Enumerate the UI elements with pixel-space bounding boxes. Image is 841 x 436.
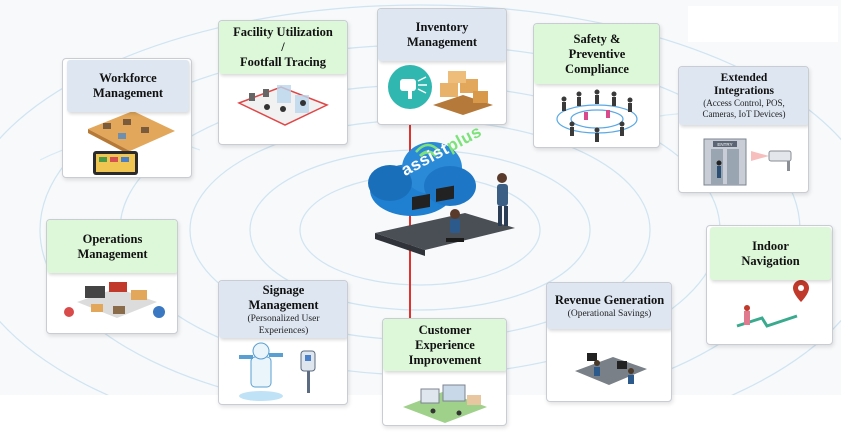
card-operations-management: Operations Management xyxy=(46,219,178,334)
footfall-tracking-illustration xyxy=(237,85,329,126)
card-extended-integrations: ENTRY Extended Integrations (Access Cont… xyxy=(678,66,809,193)
card-header: Indoor Navigation xyxy=(710,227,831,280)
card-header: Operations Management xyxy=(47,220,177,273)
card-safety-compliance: Safety & Preventive Compliance xyxy=(533,23,660,148)
scanner-and-pallets-illustration xyxy=(388,65,493,115)
card-title: Inventory Management xyxy=(406,20,478,49)
robot-kiosk-illustration xyxy=(239,342,316,401)
card-header: Workforce Management xyxy=(67,60,189,112)
card-workforce-management: Workforce Management xyxy=(62,58,192,178)
corner-blank-panel xyxy=(688,6,838,42)
smart-store-illustration xyxy=(403,384,487,423)
access-door-camera-illustration: ENTRY xyxy=(703,138,792,186)
card-facility-utilization: Facility Utilization / Footfall Tracing xyxy=(218,20,348,145)
card-subtitle: (Access Control, POS, Cameras, IoT Devic… xyxy=(702,98,786,119)
card-header: Extended Integrations (Access Control, P… xyxy=(679,67,808,125)
person-seated-icon xyxy=(446,209,464,242)
card-title: Revenue Generation xyxy=(554,292,665,307)
card-subtitle: (Personalized User Experiences) xyxy=(247,313,320,336)
card-header: Inventory Management xyxy=(378,9,506,61)
entry-sign: ENTRY xyxy=(717,142,732,147)
card-title: Workforce Management xyxy=(92,71,164,100)
warehouse-operations-illustration xyxy=(64,282,165,318)
crowd-distancing-illustration xyxy=(556,89,638,142)
card-revenue-generation: Revenue Generation (Operational Savings) xyxy=(546,282,672,402)
location-pin-path-illustration xyxy=(736,280,809,328)
connector-line xyxy=(409,118,411,328)
card-header: Revenue Generation (Operational Savings) xyxy=(547,283,671,329)
office-workers-illustration xyxy=(575,353,647,385)
card-title: Customer Experience Improvement xyxy=(408,322,482,367)
person-standing-icon xyxy=(497,173,508,226)
card-customer-experience: Customer Experience Improvement xyxy=(382,318,507,426)
card-inventory-management: Inventory Management xyxy=(377,8,507,125)
card-title: Operations Management xyxy=(77,231,148,261)
card-header: Facility Utilization / Footfall Tracing xyxy=(219,21,347,74)
card-indoor-navigation: Indoor Navigation xyxy=(706,225,833,345)
desk-icon xyxy=(375,185,515,256)
card-title: Signage Management xyxy=(248,282,319,312)
card-signage-management: Signage Management (Personalized User Ex… xyxy=(218,280,348,405)
card-title: Indoor Navigation xyxy=(741,238,800,268)
card-title: Extended Integrations xyxy=(713,72,775,97)
card-title: Safety & Preventive Compliance xyxy=(565,31,629,76)
card-title: Facility Utilization / Footfall Tracing xyxy=(233,25,333,69)
card-header: Signage Management (Personalized User Ex… xyxy=(219,281,347,338)
card-subtitle: (Operational Savings) xyxy=(567,308,652,319)
central-hub-illustration xyxy=(368,142,515,256)
card-header: Customer Experience Improvement xyxy=(383,319,506,371)
office-floorplan-illustration xyxy=(88,111,175,175)
card-header: Safety & Preventive Compliance xyxy=(534,24,659,84)
cloud-icon xyxy=(368,142,476,216)
